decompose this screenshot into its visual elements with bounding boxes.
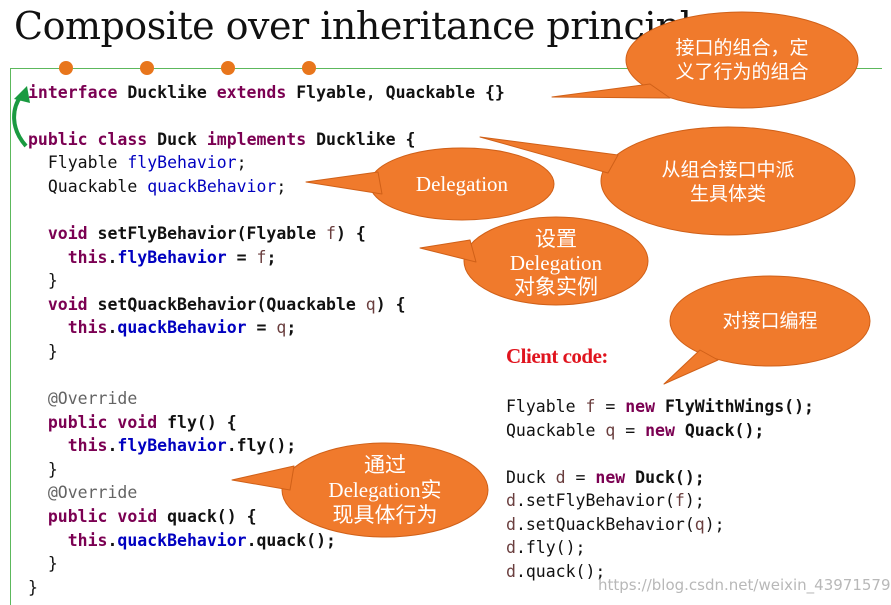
title-bullet-dot — [140, 61, 154, 75]
code-line-override-annotation: @Override — [28, 389, 138, 408]
callout-text-delegation: Delegation — [415, 172, 509, 196]
client-line-fly: d.fly(); — [506, 538, 586, 557]
frame-left-border — [10, 68, 11, 605]
client-code-label: Client code: — [506, 344, 608, 368]
code-line-quack-method: public void quack() { — [28, 507, 257, 526]
client-line-flyable: Flyable f = new FlyWithWings(); — [506, 397, 814, 416]
code-line-call-fly: this.flyBehavior.fly(); — [28, 436, 297, 455]
callout-bubble-set-delegation — [419, 216, 649, 306]
title-bullet-dot — [221, 61, 235, 75]
callout-bubble-interface-combination — [551, 11, 859, 109]
code-line-close-brace: } — [28, 460, 58, 479]
callout-text-interface-combination: 接口的组合，定 义了行为的组合 — [675, 37, 809, 83]
code-line-assign-fly: this.flyBehavior = f; — [28, 248, 277, 267]
page-title: Composite over inheritance principle — [14, 4, 714, 48]
callout-bubble-derive-class — [479, 126, 856, 236]
callout-text-program-to-interface: 对接口编程 — [722, 310, 818, 332]
code-line-set-fly: void setFlyBehavior(Flyable f) { — [28, 224, 366, 243]
code-line-class-decl: public class Duck implements Ducklike { — [28, 130, 416, 149]
code-line-close-brace: } — [28, 554, 58, 573]
client-line-quack: d.quack(); — [506, 562, 606, 581]
frame-top-border — [10, 68, 882, 69]
code-line-interface: interface Ducklike extends Flyable, Quac… — [28, 83, 505, 102]
title-bullet-dot — [59, 61, 73, 75]
callout-bubble-delegation — [305, 147, 555, 221]
watermark: https://blog.csdn.net/weixin_43971579 — [598, 576, 891, 594]
code-line-fly-method: public void fly() { — [28, 413, 237, 432]
client-line-set-fly: d.setFlyBehavior(f); — [506, 491, 705, 510]
code-line-assign-quack: this.quackBehavior = q; — [28, 318, 297, 337]
client-line-duck: Duck d = new Duck(); — [506, 468, 705, 487]
callout-bubble-program-to-interface — [663, 275, 871, 385]
callout-text-derive-class: 从组合接口中派 生具体类 — [661, 159, 795, 205]
code-line-quack-field: Quackable quackBehavior; — [28, 177, 287, 196]
client-line-quackable: Quackable q = new Quack(); — [506, 421, 765, 440]
curved-arrow-icon — [12, 86, 30, 148]
code-line-call-quack: this.quackBehavior.quack(); — [28, 531, 336, 550]
callout-text-implement-behavior: 通过 Delegation实 现具体行为 — [328, 453, 442, 527]
callout-text-set-delegation: 设置 Delegation 对象实例 — [509, 227, 603, 299]
callout-bubble-implement-behavior — [231, 442, 489, 538]
code-line-class-close: } — [28, 578, 38, 597]
code-line-close-brace: } — [28, 342, 58, 361]
code-line-close-brace: } — [28, 271, 58, 290]
code-line-fly-field: Flyable flyBehavior; — [28, 153, 247, 172]
title-bullet-dot — [302, 61, 316, 75]
code-line-override-annotation: @Override — [28, 483, 138, 502]
code-line-set-quack: void setQuackBehavior(Quackable q) { — [28, 295, 406, 314]
client-line-set-quack: d.setQuackBehavior(q); — [506, 515, 725, 534]
